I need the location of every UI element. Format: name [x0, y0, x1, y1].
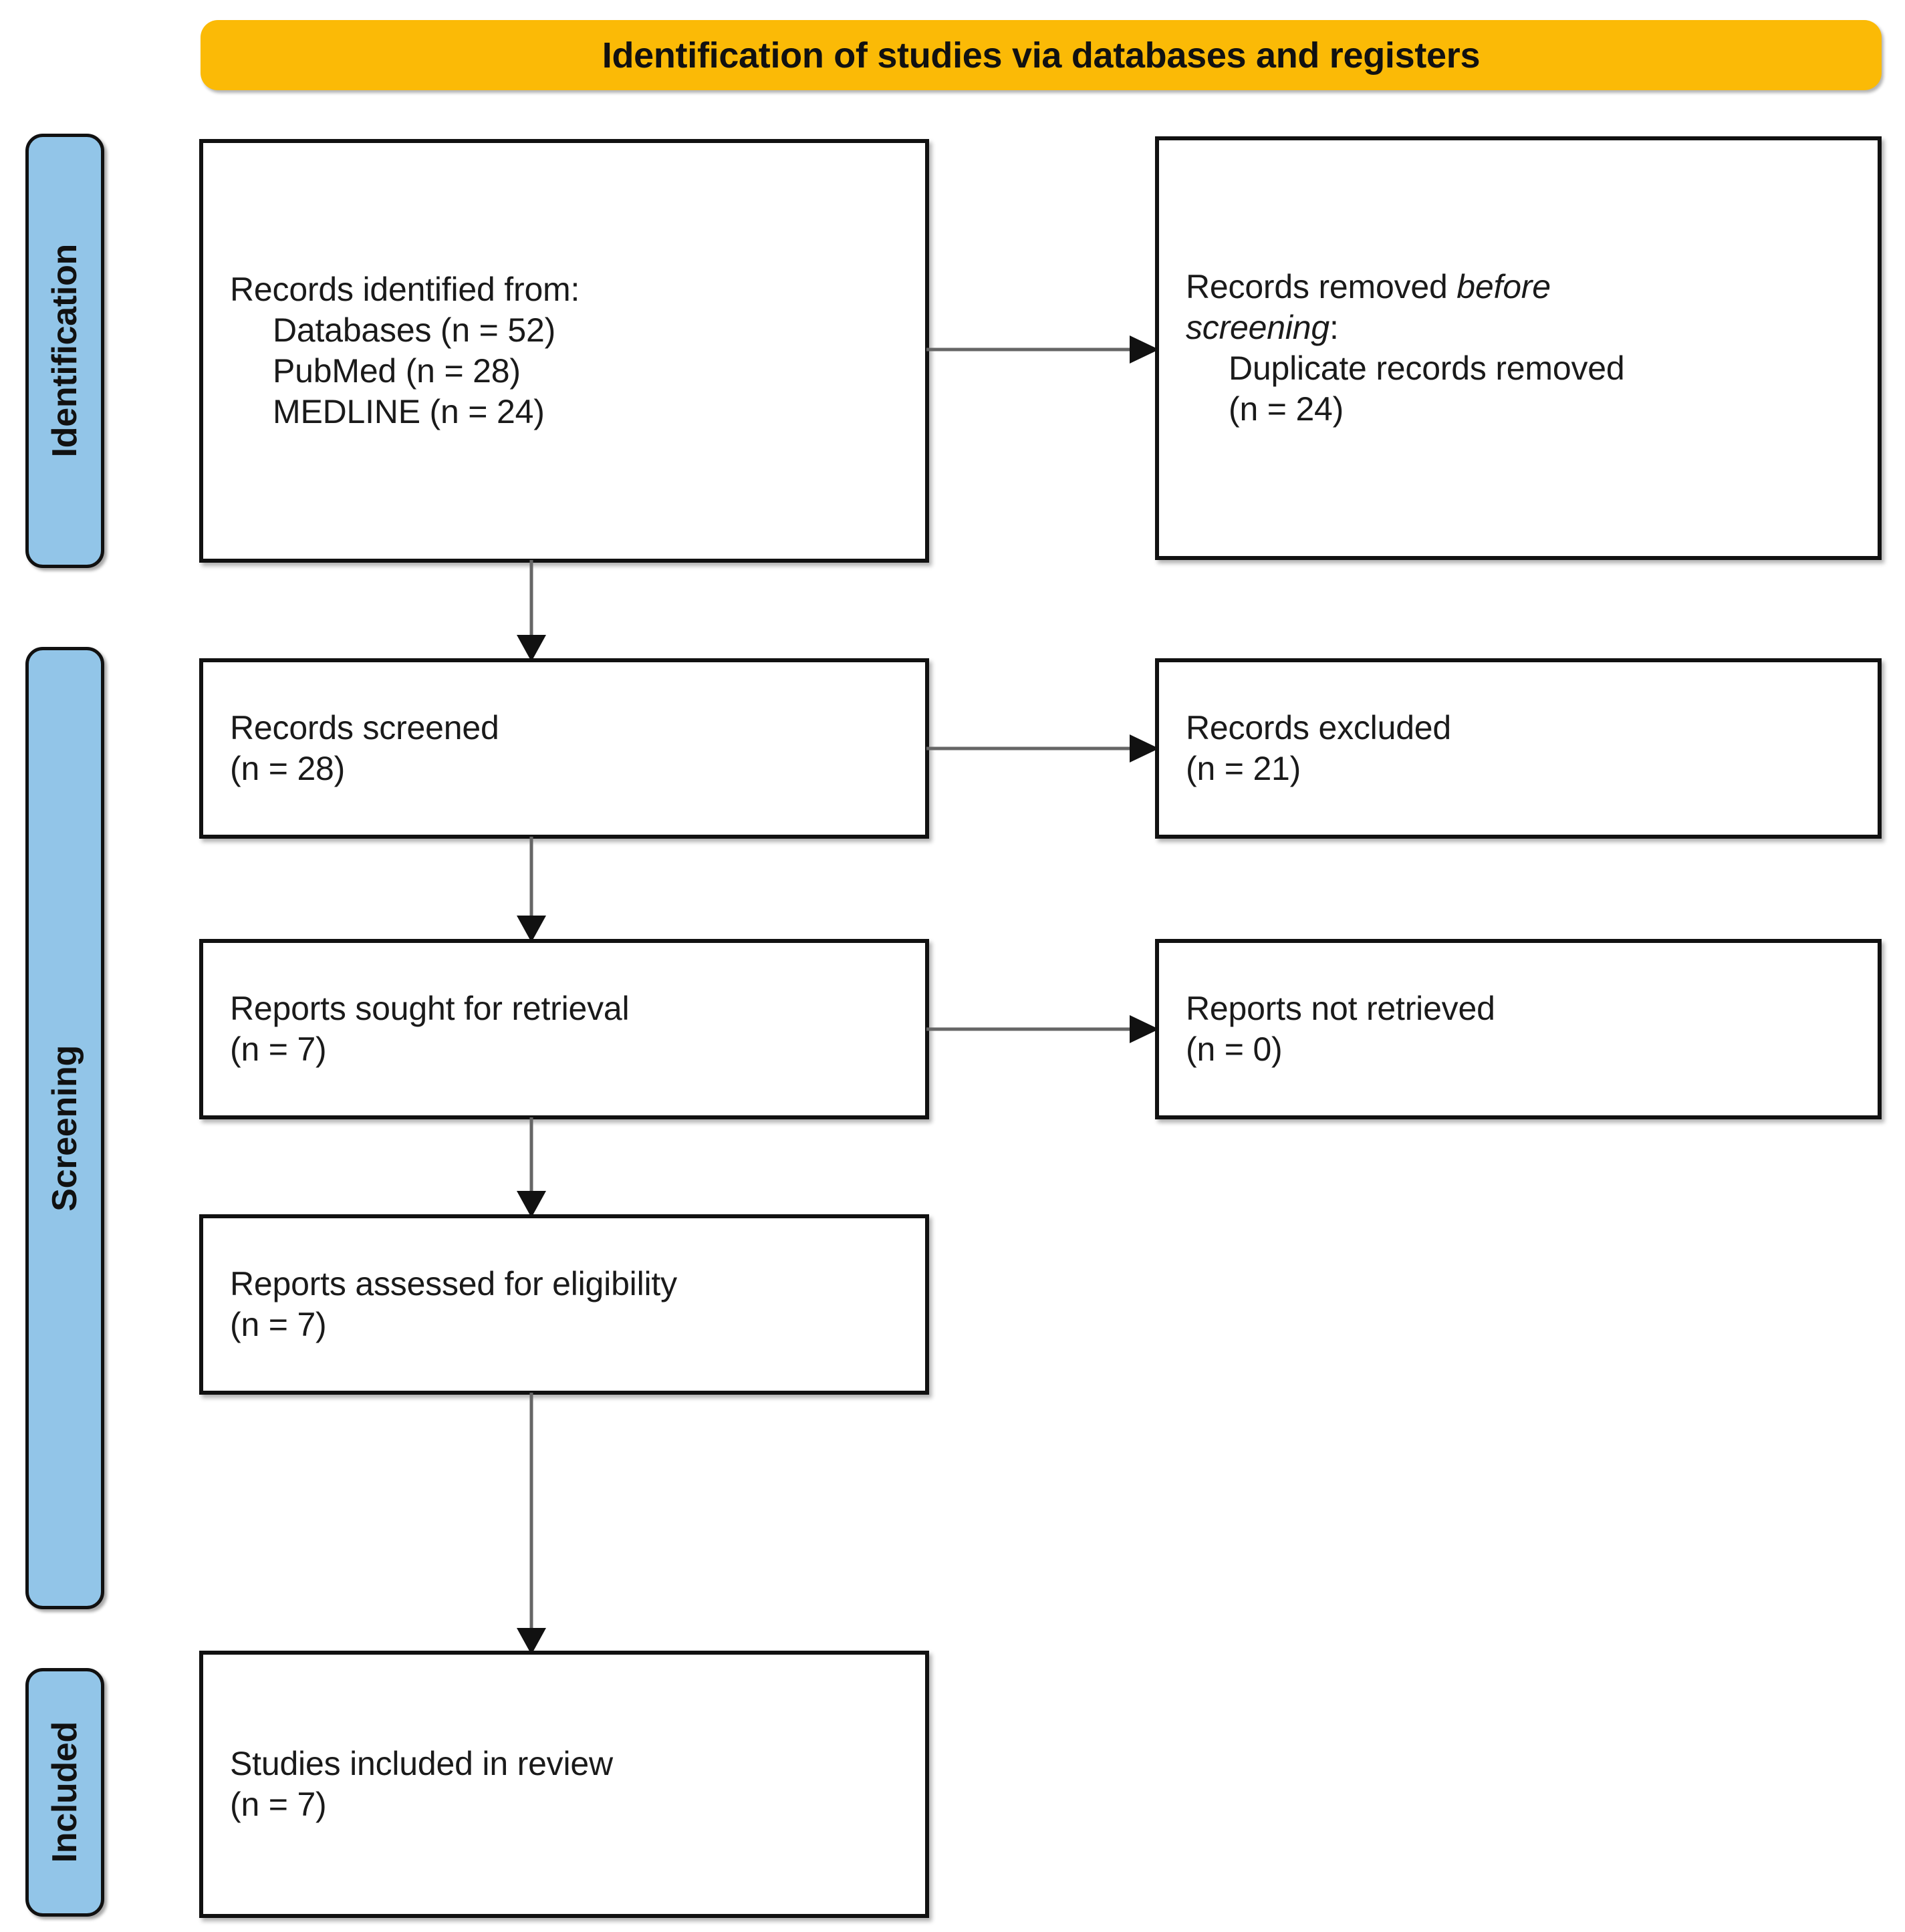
- node-records-identified-line-1: Records identified from:: [230, 271, 580, 308]
- node-records-removed-line-1-italic: before: [1456, 268, 1551, 305]
- node-reports-assessed: Reports assessed for eligibility (n = 7): [199, 1214, 929, 1395]
- node-studies-included-line-1: Studies included in review: [230, 1745, 613, 1782]
- node-records-excluded-line-1: Records excluded: [1186, 709, 1452, 746]
- node-records-removed: Records removed before screening: Duplic…: [1155, 136, 1882, 560]
- node-reports-sought-line-1: Reports sought for retrieval: [230, 990, 630, 1027]
- stage-label-included-text: Included: [45, 1721, 84, 1863]
- node-records-excluded-line-2: (n = 21): [1186, 750, 1301, 787]
- stage-label-identification: Identification: [25, 134, 104, 568]
- node-records-identified-line-2: Databases (n = 52): [273, 311, 556, 349]
- stage-label-included: Included: [25, 1668, 104, 1917]
- node-records-removed-line-4: (n = 24): [1229, 390, 1344, 428]
- node-studies-included-line-2: (n = 7): [230, 1786, 327, 1823]
- node-studies-included: Studies included in review (n = 7): [199, 1651, 929, 1918]
- node-records-identified-line-4: MEDLINE (n = 24): [273, 393, 545, 430]
- node-reports-assessed-line-1: Reports assessed for eligibility: [230, 1265, 677, 1302]
- diagram-header-banner: Identification of studies via databases …: [201, 20, 1882, 90]
- node-records-identified-line-3: PubMed (n = 28): [273, 352, 521, 390]
- node-records-removed-line-1: Records removed before: [1186, 267, 1851, 307]
- right-arrow-icon-sought-to-not-retrieved: [926, 1015, 1159, 1043]
- down-arrow-icon-sought-to-assessed: [517, 1117, 546, 1218]
- stage-label-screening-text: Screening: [45, 1045, 84, 1212]
- node-records-removed-line-2-italic: screening: [1186, 309, 1329, 346]
- node-records-screened-line-2: (n = 28): [230, 750, 346, 787]
- node-records-screened: Records screened (n = 28): [199, 658, 929, 839]
- stage-label-screening: Screening: [25, 647, 104, 1609]
- stage-label-identification-text: Identification: [45, 244, 84, 458]
- down-arrow-icon-assessed-to-studies: [517, 1393, 546, 1655]
- node-reports-not-retrieved-line-1: Reports not retrieved: [1186, 990, 1495, 1027]
- node-reports-not-retrieved-line-2: (n = 0): [1186, 1030, 1283, 1068]
- node-records-removed-line-3: Duplicate records removed: [1229, 350, 1625, 387]
- down-arrow-icon-identified-to-screened: [517, 560, 546, 662]
- node-records-screened-line-1: Records screened: [230, 709, 499, 746]
- node-reports-assessed-line-2: (n = 7): [230, 1306, 327, 1343]
- node-records-identified: Records identified from: Databases (n = …: [199, 139, 929, 563]
- node-reports-not-retrieved: Reports not retrieved (n = 0): [1155, 939, 1882, 1119]
- node-records-excluded: Records excluded (n = 21): [1155, 658, 1882, 839]
- node-records-removed-line-1-plain: Records removed: [1186, 268, 1457, 305]
- node-records-removed-line-2: screening:: [1186, 307, 1851, 348]
- node-records-removed-line-2-plain: :: [1329, 309, 1339, 346]
- page-title: Identification of studies via databases …: [602, 35, 1481, 76]
- right-arrow-icon-screened-to-excluded: [926, 734, 1159, 763]
- node-reports-sought: Reports sought for retrieval (n = 7): [199, 939, 929, 1119]
- down-arrow-icon-screened-to-sought: [517, 837, 546, 942]
- node-reports-sought-line-2: (n = 7): [230, 1030, 327, 1068]
- right-arrow-icon-identified-to-removed: [926, 335, 1159, 364]
